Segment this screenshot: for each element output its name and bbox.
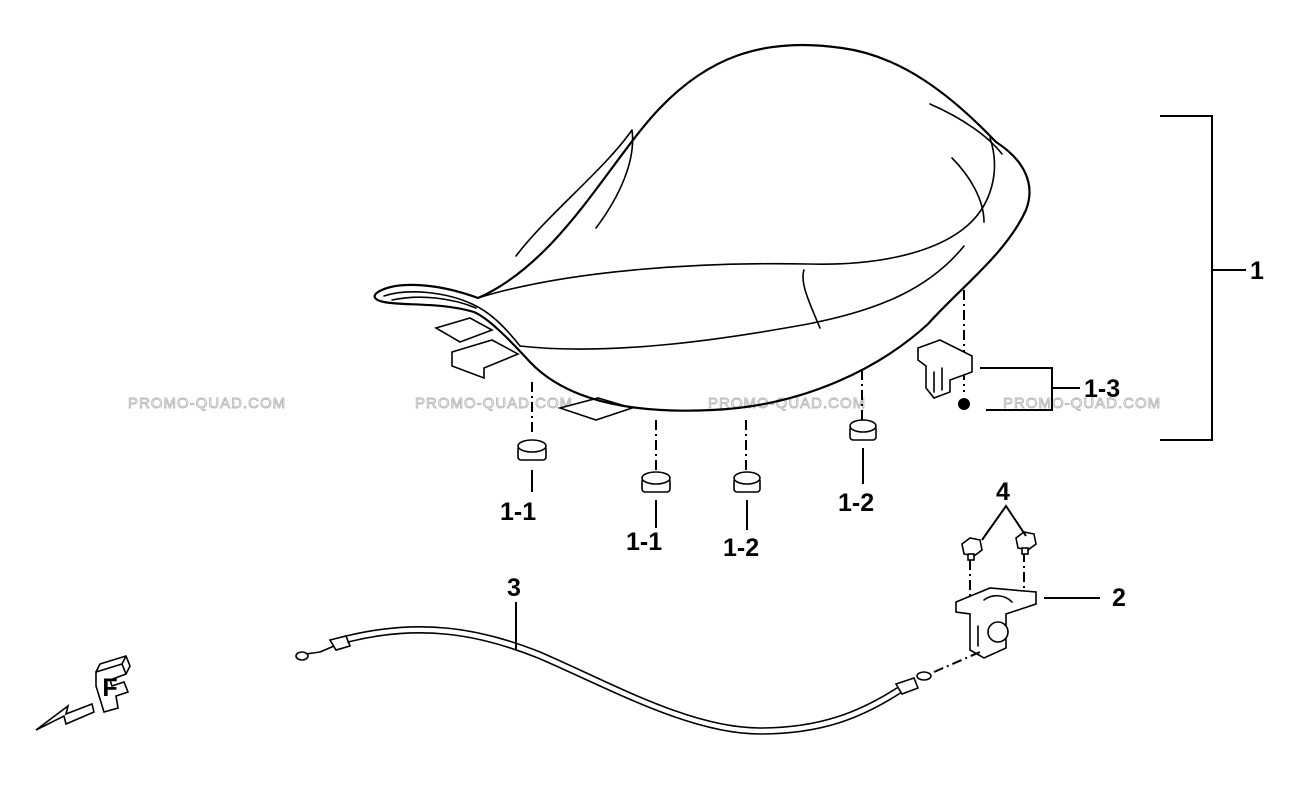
seat-tab-lower xyxy=(451,339,520,380)
seat-left-bolster xyxy=(515,129,634,257)
callout-1-2-right: 1-2 xyxy=(838,489,874,517)
callout-1-1-mid: 1-1 xyxy=(626,528,662,556)
front-direction-indicator: F xyxy=(35,655,131,731)
callout-4: 4 xyxy=(996,478,1010,506)
rubber-cushion-1-2-mid xyxy=(733,471,761,493)
front-direction-letter: F xyxy=(102,674,117,702)
seat-illustration xyxy=(373,43,1031,421)
bolt-4-left xyxy=(961,537,983,561)
rubber-cushion-1-1-left xyxy=(517,439,547,461)
seat-lock-2 xyxy=(955,587,1037,659)
watermark-2: PROMO-QUAD.COM xyxy=(415,395,573,412)
rubber-cushion-1-2-right xyxy=(849,419,877,441)
seat-right-seam xyxy=(951,157,985,223)
seat-lower-edge xyxy=(519,245,965,350)
callout-1: 1 xyxy=(1250,257,1264,285)
rubber-cushion-1-1-mid xyxy=(641,471,671,493)
seat-lock-cable-3 xyxy=(295,626,981,735)
callout-labels: 1 1-3 1-1 1-1 1-2 1-2 2 3 4 xyxy=(500,257,1264,612)
callout-1-1-left: 1-1 xyxy=(500,498,536,526)
watermark-1: PROMO-QUAD.COM xyxy=(128,395,286,412)
seat-center-panel xyxy=(477,137,996,299)
callout-1-2-mid: 1-2 xyxy=(723,534,759,562)
seat-front-lip xyxy=(383,291,521,347)
leader-lines xyxy=(515,115,1246,650)
seat-front-lip-inner xyxy=(391,296,477,309)
bracket-seat-assembly xyxy=(1160,115,1213,441)
callout-2: 2 xyxy=(1112,584,1126,612)
seat-outline xyxy=(373,43,1031,412)
seat-tab-upper xyxy=(433,317,494,343)
seat-hook-1-3 xyxy=(917,339,973,410)
watermark-row: PROMO-QUAD.COM PROMO-QUAD.COM PROMO-QUAD… xyxy=(128,395,1161,413)
callout-3: 3 xyxy=(507,574,521,602)
leader-4 xyxy=(981,504,1027,541)
watermark-4: PROMO-QUAD.COM xyxy=(1003,395,1161,412)
callout-1-3: 1-3 xyxy=(1084,375,1120,403)
hook-nut xyxy=(958,398,970,410)
seat-rear-seam xyxy=(929,103,1003,155)
center-lines xyxy=(531,290,1025,600)
seat-right-bolster xyxy=(802,269,821,329)
